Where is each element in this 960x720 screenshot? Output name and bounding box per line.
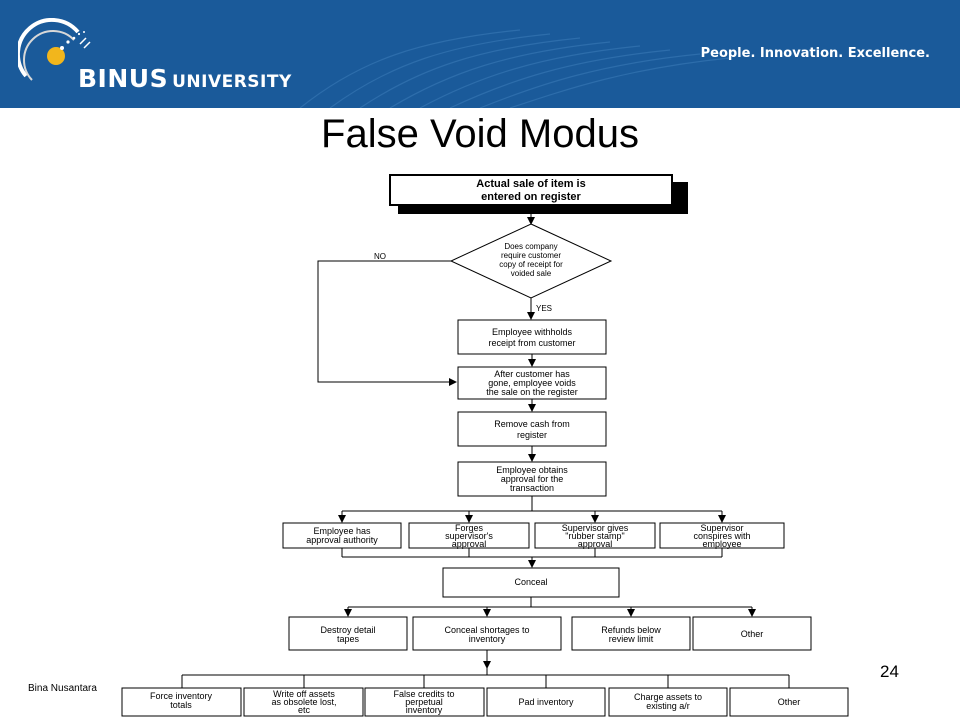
svg-text:existing a/r: existing a/r — [646, 701, 690, 711]
decision-line-3: copy of receipt for — [499, 260, 563, 269]
svg-text:Conceal shortages to: Conceal shortages to — [444, 625, 529, 635]
svg-text:perpetual: perpetual — [405, 697, 443, 707]
decision-node: Does company require customer copy of re… — [449, 223, 613, 299]
step-withhold-receipt: Employee withholds receipt from customer — [457, 319, 607, 355]
page-number: 24 — [880, 662, 899, 681]
approval-conspires: Supervisor conspires with employee — [659, 522, 785, 549]
start-node: Actual sale of item is entered on regist… — [389, 174, 688, 214]
no-branch-line — [317, 260, 457, 386]
svg-text:After customer has: After customer has — [494, 369, 570, 379]
svg-text:False credits to: False credits to — [393, 689, 454, 699]
svg-text:Employee obtains: Employee obtains — [496, 465, 568, 475]
svg-text:Supervisor gives: Supervisor gives — [562, 523, 629, 533]
svg-text:Pad inventory: Pad inventory — [518, 697, 574, 707]
svg-text:Write off assets: Write off assets — [273, 689, 335, 699]
footer-text: Bina Nusantara — [28, 683, 97, 694]
approval-rubber-stamp: Supervisor gives "rubber stamp" approval — [534, 522, 656, 549]
logo-sub: UNIVERSITY — [172, 72, 292, 92]
svg-text:Employee withholds: Employee withholds — [492, 327, 573, 337]
svg-text:Conceal: Conceal — [514, 577, 547, 587]
approval-forges: Forges supervisor's approval — [408, 522, 530, 549]
svg-text:Remove cash from: Remove cash from — [494, 419, 570, 429]
svg-text:employee: employee — [702, 539, 741, 549]
conceal-refunds-limit: Refunds below review limit — [571, 616, 691, 651]
step-void-sale: After customer has gone, employee voids … — [457, 366, 607, 400]
logo-main: BINUS — [78, 64, 169, 93]
svg-text:Supervisor: Supervisor — [700, 523, 743, 533]
conceal-shortages-inventory: Conceal shortages to inventory — [412, 616, 562, 651]
svg-text:review limit: review limit — [609, 634, 654, 644]
decision-line-4: voided sale — [511, 269, 552, 278]
start-line-1: Actual sale of item is — [476, 178, 585, 190]
svg-text:Employee has: Employee has — [313, 526, 371, 536]
svg-text:Destroy detail: Destroy detail — [320, 625, 375, 635]
svg-text:conspires with: conspires with — [693, 531, 750, 541]
inventory-false-credits: False credits to perpetual inventory — [364, 687, 485, 717]
binus-logo-icon — [18, 18, 91, 81]
svg-text:inventory: inventory — [406, 705, 443, 715]
conceal-node: Conceal — [442, 567, 620, 598]
inventory-pad: Pad inventory — [486, 687, 606, 717]
svg-text:Charge assets to: Charge assets to — [634, 692, 702, 702]
inventory-force-totals: Force inventory totals — [121, 687, 242, 717]
no-label: NO — [374, 252, 386, 261]
inventory-charge-ar: Charge assets to existing a/r — [608, 687, 728, 717]
svg-text:transaction: transaction — [510, 483, 554, 493]
svg-text:Forges: Forges — [455, 523, 484, 533]
svg-text:approval authority: approval authority — [306, 535, 378, 545]
inventory-other: Other — [729, 687, 849, 717]
svg-text:Refunds below: Refunds below — [601, 625, 661, 635]
svg-text:gone, employee voids: gone, employee voids — [488, 378, 576, 388]
inventory-write-off: Write off assets as obsolete lost, etc — [243, 687, 364, 717]
step-remove-cash: Remove cash from register — [457, 411, 607, 447]
decision-line-1: Does company — [504, 242, 557, 251]
svg-text:etc: etc — [298, 705, 311, 715]
step-obtain-approval: Employee obtains approval for the transa… — [457, 461, 607, 497]
svg-text:inventory: inventory — [469, 634, 506, 644]
start-line-2: entered on register — [481, 191, 581, 203]
decision-line-2: require customer — [501, 251, 561, 260]
svg-text:approval for the: approval for the — [501, 474, 564, 484]
svg-text:"rubber stamp": "rubber stamp" — [565, 531, 624, 541]
svg-text:Other: Other — [778, 697, 801, 707]
svg-text:tapes: tapes — [337, 634, 360, 644]
yes-label: YES — [536, 304, 552, 313]
svg-text:Other: Other — [741, 629, 764, 639]
svg-text:approval: approval — [452, 539, 487, 549]
svg-text:receipt from customer: receipt from customer — [488, 338, 575, 348]
svg-text:supervisor's: supervisor's — [445, 531, 493, 541]
svg-text:totals: totals — [170, 700, 192, 710]
start-node-box — [389, 174, 673, 206]
approval-authority: Employee has approval authority — [282, 522, 402, 549]
tagline: People. Innovation. Excellence. — [700, 46, 930, 61]
svg-text:the sale on the register: the sale on the register — [486, 387, 578, 397]
svg-text:register: register — [517, 430, 547, 440]
svg-text:Force inventory: Force inventory — [150, 691, 213, 701]
conceal-other: Other — [692, 616, 812, 651]
banner-wave-pattern — [299, 29, 731, 108]
slide-title: False Void Modus — [321, 112, 639, 156]
conceal-destroy-tapes: Destroy detail tapes — [288, 616, 408, 651]
svg-text:approval: approval — [578, 539, 613, 549]
svg-text:as obsolete lost,: as obsolete lost, — [271, 697, 336, 707]
